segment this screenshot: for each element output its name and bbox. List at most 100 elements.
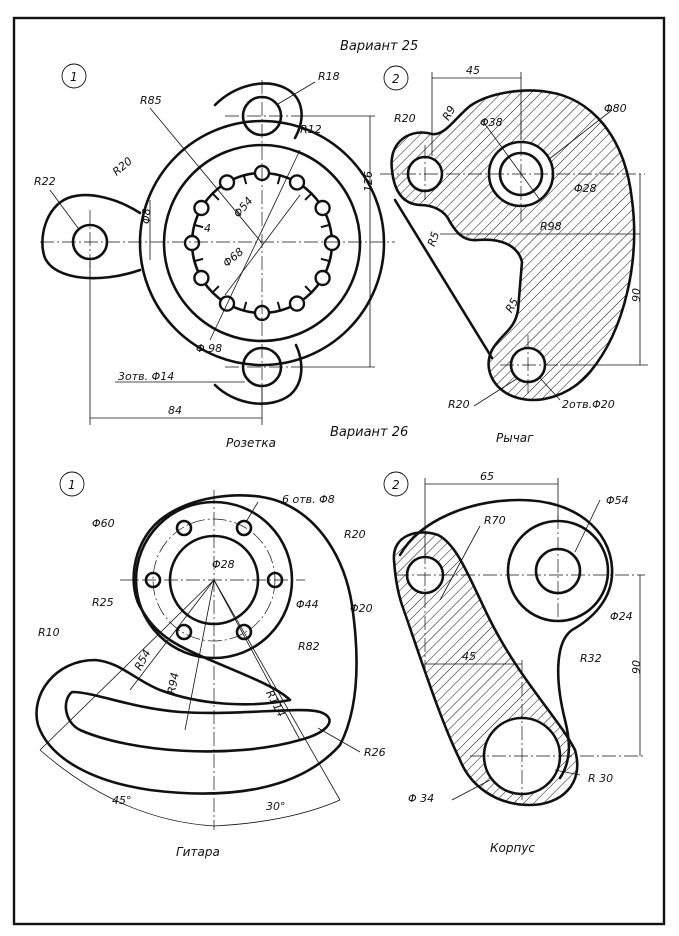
panel-number: 1 (68, 478, 76, 492)
label-r26: R26 (364, 746, 386, 759)
label-30deg: 30° (266, 800, 286, 813)
gear-notch-slot (304, 192, 313, 201)
dim-angle-arc (39, 749, 341, 827)
label-r54: R54 (132, 647, 154, 672)
gear-notch-slot (193, 257, 204, 263)
panel-number: 1 (70, 70, 78, 84)
gear-notch-hole (193, 269, 210, 287)
dim-holes-leader (539, 377, 561, 401)
label-d68: Φ68 (220, 245, 246, 270)
guitar-slot (64, 690, 331, 753)
heading-variant-25: Вариант 25 (340, 39, 418, 54)
dim-r18-leader (277, 81, 316, 105)
label-d98: Φ 98 (196, 342, 222, 355)
label-r10: R10 (38, 626, 60, 639)
dim-d34-leader (451, 779, 491, 801)
label-holes: 3отв. Φ14 (118, 370, 174, 383)
dim-r85-leader (149, 107, 263, 244)
panel-rosette: 1 R18 R85 (34, 63, 395, 450)
gear-notch-slot (320, 223, 331, 229)
gear-notch-slot (276, 301, 282, 312)
dim-holes-leader (245, 501, 259, 523)
dim-d80-leader (547, 109, 613, 161)
label-r32: R32 (580, 652, 602, 665)
guitar-body-outline (35, 494, 358, 795)
panel-number-circle (383, 471, 409, 497)
label-d8: Φ8 (140, 208, 153, 224)
guitar-bolt-hole (235, 623, 253, 641)
label-r30: R 30 (588, 772, 613, 785)
dim-d54-leader (574, 499, 601, 553)
panel-housing: 2 65 R20 R70 Φ54 Φ20 Φ24 45 R32 90 R 30 … (344, 470, 645, 855)
label-d20: Φ20 (350, 602, 373, 615)
housing-outline (398, 498, 614, 780)
label-r5b: R5 (503, 296, 522, 315)
panel-number: 2 (392, 478, 400, 492)
panel-number-circle (61, 63, 87, 89)
label-45: 45 (466, 64, 480, 77)
label-d28: Φ28 (574, 182, 597, 195)
gear-notch-slot (211, 192, 220, 201)
label-45deg: 45° (112, 794, 132, 807)
rosette-top-lug (213, 82, 303, 140)
label-d38: Φ38 (480, 116, 503, 129)
dim-r114-leader (213, 579, 301, 741)
sheet-frame (12, 16, 666, 926)
dim-r54-leader (129, 579, 215, 691)
label-r94: R94 (165, 672, 182, 696)
guitar-angle-ray-right (213, 579, 341, 801)
gear-notch-slot (193, 223, 204, 229)
dim-r20-leader (473, 377, 519, 407)
rosette-bottom-lug (213, 343, 303, 406)
dim-r26-leader (317, 727, 361, 753)
caption-rosette: Розетка (226, 436, 276, 450)
gear-notch-hole (314, 199, 331, 217)
label-d44: Φ44 (296, 598, 319, 611)
label-126: 126 (362, 171, 375, 192)
caption-guitar: Гитара (176, 845, 220, 859)
gear-notch-hole (288, 174, 306, 191)
label-d24: Φ24 (610, 610, 633, 623)
guitar-angle-ray-left (39, 579, 215, 751)
lever-body (390, 89, 636, 402)
label-r20: R20 (344, 528, 366, 541)
gear-notch-slot (276, 174, 282, 185)
dim-r94-leader (184, 579, 215, 731)
dim-d98-leader (209, 149, 301, 341)
label-r82: R82 (298, 640, 320, 653)
guitar-bolt-hole (235, 519, 253, 537)
caption-housing: Корпус (490, 841, 535, 855)
label-d80: Φ80 (604, 102, 627, 115)
label-90: 90 (630, 288, 643, 302)
rosette-left-lug (41, 193, 142, 280)
dim-r70-leader (439, 525, 481, 601)
panel-guitar: 1 Φ60 6 отв. Φ8 Φ28 Φ44 R25 R10 R54 R94 … (35, 471, 386, 859)
gear-notch-slot (304, 285, 313, 294)
panel-number: 2 (392, 72, 400, 86)
label-r20-bottom: R20 (448, 398, 470, 411)
label-45: 45 (462, 650, 476, 663)
gear-notch-hole (288, 295, 306, 312)
guitar-bolt-hole (175, 519, 193, 537)
gear-notch-hole (183, 234, 201, 252)
label-holes: 2отв.Φ20 (562, 398, 615, 411)
gear-notch-slot (242, 301, 248, 312)
label-r20: R20 (110, 155, 135, 179)
label-84: 84 (168, 404, 182, 417)
label-r98: R98 (540, 220, 562, 233)
label-d54: Φ54 (606, 494, 629, 507)
gear-notch-slot (211, 285, 220, 294)
dim-d54-leader (224, 194, 301, 296)
guitar-bolt-hole (175, 623, 193, 641)
label-d54: Φ54 (231, 194, 256, 220)
panel-number-circle (383, 65, 409, 91)
caption-lever: Рычаг (496, 431, 534, 445)
panel-number-circle (59, 471, 85, 497)
label-r22: R22 (34, 175, 56, 188)
label-r85: R85 (140, 94, 162, 107)
label-90: 90 (630, 660, 643, 674)
label-holes: 6 отв. Φ8 (282, 493, 335, 506)
gear-notch-hole (314, 269, 331, 287)
label-65: 65 (480, 470, 494, 483)
